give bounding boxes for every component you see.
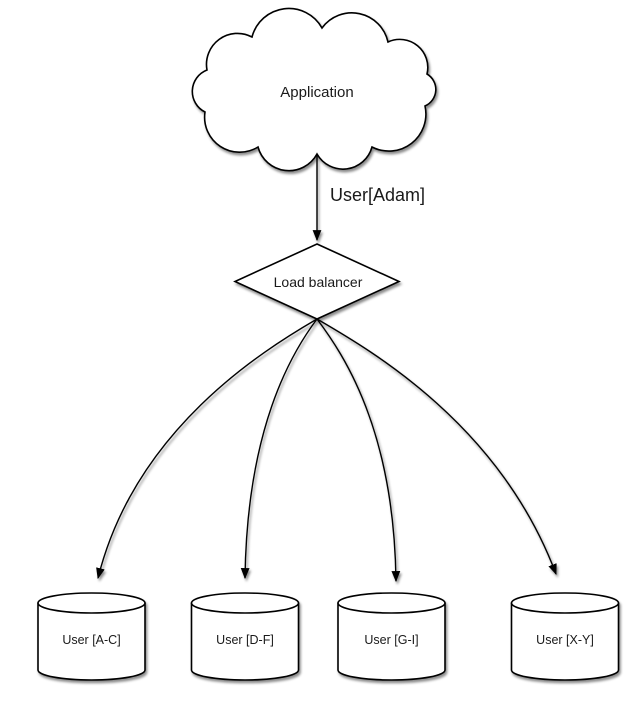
load-balancer-diamond-shape xyxy=(233,243,401,320)
application-cloud-shape xyxy=(191,7,437,172)
load-balancer-label: Load balancer xyxy=(274,274,363,290)
shard-d-f-label: User [D-F] xyxy=(216,633,274,647)
edge-load-balancer-to-shard-g-i xyxy=(316,318,401,583)
edge-load-balancer-to-shard-a-c xyxy=(96,318,318,580)
edge-load-balancer-to-shard-d-f xyxy=(240,318,318,580)
edge-user-adam-label: User[Adam] xyxy=(330,185,425,205)
db-cylinder-shard-g-i xyxy=(337,592,446,681)
shard-x-y-label: User [X-Y] xyxy=(536,633,594,647)
db-cylinder-shard-a-c xyxy=(37,592,146,681)
db-cylinder-shard-d-f xyxy=(190,592,300,681)
shard-a-c-label: User [A-C] xyxy=(62,633,120,647)
application-label: Application xyxy=(280,84,353,101)
db-cylinder-shard-x-y xyxy=(510,592,620,681)
shard-g-i-label: User [G-I] xyxy=(364,633,418,647)
edge-load-balancer-to-shard-x-y xyxy=(316,318,557,576)
